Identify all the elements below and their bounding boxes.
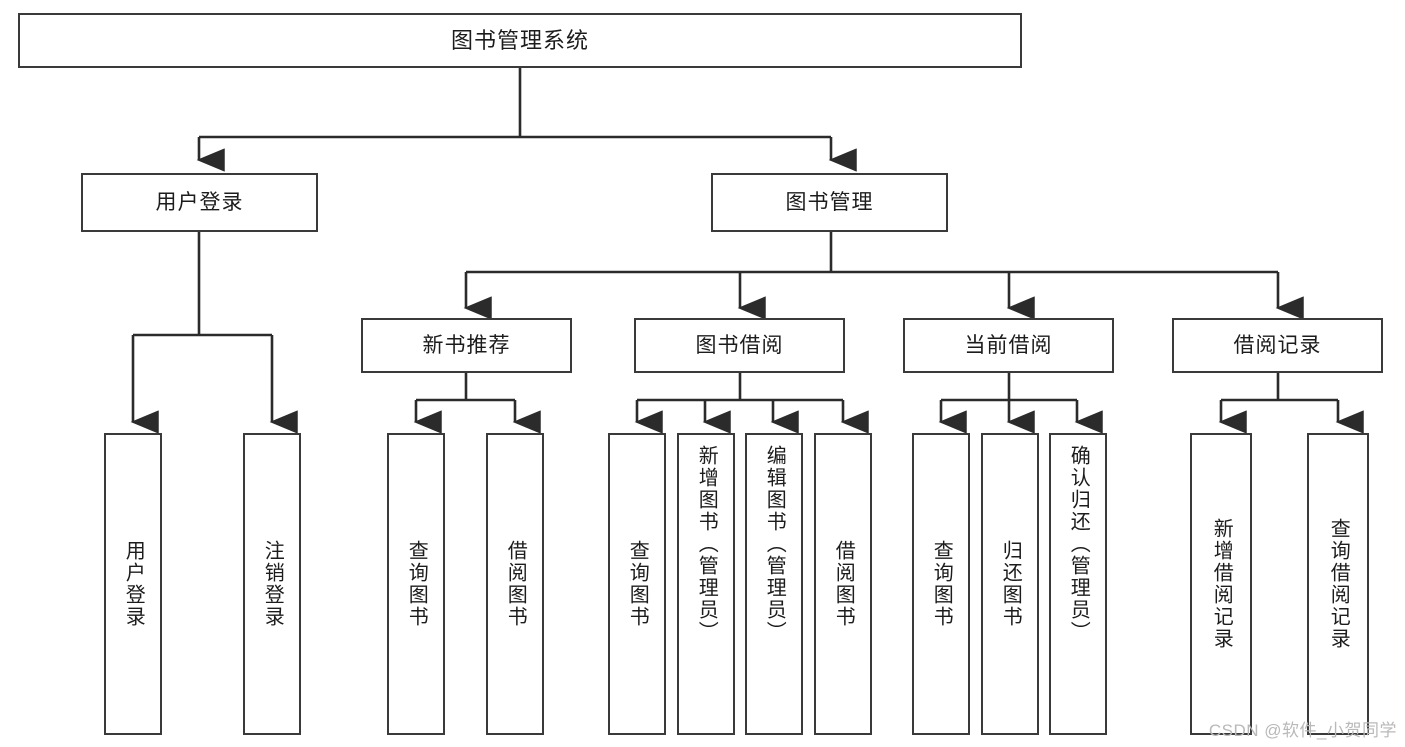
leaf-label: 注销登录 bbox=[261, 540, 284, 628]
leaf-label: 查询图书 bbox=[930, 540, 953, 628]
leaf-label: 新增图书（管理员） bbox=[695, 445, 718, 643]
node-current-borrow-label: 当前借阅 bbox=[964, 334, 1053, 357]
leaf-label: 查询图书 bbox=[405, 540, 428, 628]
leaf-label: 用户登录 bbox=[122, 540, 145, 628]
leaf-user-login-logout[interactable]: 注销登录 bbox=[243, 433, 301, 735]
leaf-label: 归还图书 bbox=[999, 540, 1022, 628]
node-borrow-record-label: 借阅记录 bbox=[1233, 334, 1322, 357]
leaf-current-borrow-confirm-return[interactable]: 确认归还（管理员） bbox=[1049, 433, 1107, 735]
leaf-label: 编辑图书（管理员） bbox=[763, 445, 786, 643]
leaf-label: 借阅图书 bbox=[832, 540, 855, 628]
node-user-login-label: 用户登录 bbox=[155, 191, 244, 214]
leaf-current-borrow-return-book[interactable]: 归还图书 bbox=[981, 433, 1039, 735]
leaf-label: 查询图书 bbox=[626, 540, 649, 628]
leaf-book-borrow-query-book[interactable]: 查询图书 bbox=[608, 433, 666, 735]
node-user-login[interactable]: 用户登录 bbox=[81, 173, 318, 232]
node-borrow-record[interactable]: 借阅记录 bbox=[1172, 318, 1383, 373]
csdn-watermark: CSDN @软件_小贺同学 bbox=[1208, 721, 1397, 740]
leaf-label: 新增借阅记录 bbox=[1210, 518, 1233, 650]
node-root[interactable]: 图书管理系统 bbox=[18, 13, 1022, 68]
leaf-new-book-borrow-book[interactable]: 借阅图书 bbox=[486, 433, 544, 735]
leaf-new-book-query-book[interactable]: 查询图书 bbox=[387, 433, 445, 735]
node-book-borrow-label: 图书借阅 bbox=[695, 334, 784, 357]
node-current-borrow[interactable]: 当前借阅 bbox=[903, 318, 1114, 373]
node-book-borrow[interactable]: 图书借阅 bbox=[634, 318, 845, 373]
node-new-book-recommend[interactable]: 新书推荐 bbox=[361, 318, 572, 373]
leaf-book-borrow-borrow-book[interactable]: 借阅图书 bbox=[814, 433, 872, 735]
leaf-label: 确认归还（管理员） bbox=[1067, 445, 1090, 643]
node-book-management-label: 图书管理 bbox=[785, 191, 874, 214]
leaf-book-borrow-edit-book[interactable]: 编辑图书（管理员） bbox=[745, 433, 803, 735]
leaf-book-borrow-add-book[interactable]: 新增图书（管理员） bbox=[677, 433, 735, 735]
leaf-label: 借阅图书 bbox=[504, 540, 527, 628]
leaf-borrow-record-add-record[interactable]: 新增借阅记录 bbox=[1190, 433, 1252, 735]
leaf-user-login-login[interactable]: 用户登录 bbox=[104, 433, 162, 735]
leaf-current-borrow-query-book[interactable]: 查询图书 bbox=[912, 433, 970, 735]
leaf-borrow-record-query-record[interactable]: 查询借阅记录 bbox=[1307, 433, 1369, 735]
node-root-label: 图书管理系统 bbox=[450, 27, 589, 53]
leaf-label: 查询借阅记录 bbox=[1327, 518, 1350, 650]
node-new-book-recommend-label: 新书推荐 bbox=[422, 334, 511, 357]
node-book-management[interactable]: 图书管理 bbox=[711, 173, 948, 232]
